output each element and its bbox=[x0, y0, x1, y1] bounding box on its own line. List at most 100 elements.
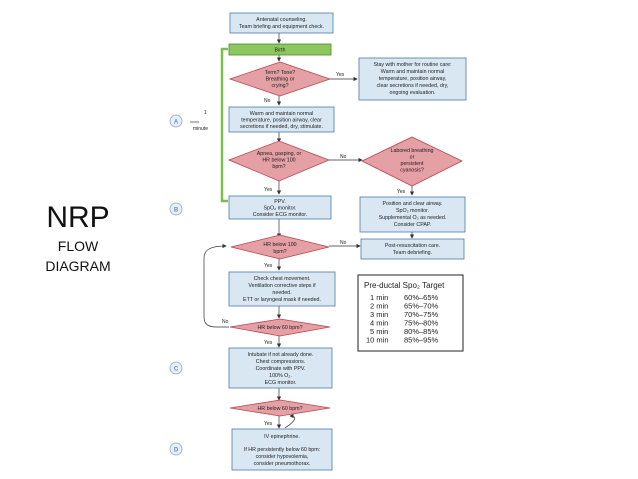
label-yes: Yes bbox=[264, 187, 273, 193]
box-post-line: Post-resuscitation care. bbox=[385, 243, 440, 249]
diamond-hr-below-60-a: HR below 60 bpm? bbox=[229, 318, 331, 337]
diamond-term-tone: Term? Tone? Breathing or crying? bbox=[228, 61, 332, 97]
step-letter: D bbox=[174, 448, 179, 454]
box-warm: Warm and maintain normal temperature, po… bbox=[228, 106, 335, 133]
diamond-hr60b-text: HR below 60 bpm? bbox=[257, 406, 302, 412]
spo2-table-row: 4 min 75%–80% bbox=[370, 319, 439, 328]
step-marker-c: C bbox=[169, 361, 183, 375]
box-check-line: Check chest movement. bbox=[254, 276, 311, 282]
label-no: No bbox=[264, 98, 271, 104]
step-marker-a: A bbox=[169, 114, 183, 128]
label-one: 1 bbox=[204, 110, 207, 116]
diamond-hr-below-100: HR below 100 bpm? bbox=[230, 234, 330, 260]
diamond-hr-below-60-b: HR below 60 bpm? bbox=[229, 399, 331, 417]
spo2-row-range: 70%–75% bbox=[404, 310, 439, 319]
box-intubate-line: Chest compressions. bbox=[256, 359, 305, 365]
spo2-table-row: 10 min 85%–95% bbox=[366, 336, 439, 345]
box-epi-line: If HR persistently below 60 bpm: bbox=[244, 447, 320, 453]
box-post-resuscitation: Post-resuscitation care. Team debriefing… bbox=[360, 238, 465, 260]
spo2-table-row: 5 min 80%–85% bbox=[370, 327, 439, 336]
spo2-target-table: Pre-ductal Spo₂ Target 1 min 60%–65% 2 m… bbox=[357, 274, 464, 352]
label-yes: Yes bbox=[264, 421, 273, 427]
box-warm-line: secretions if needed, dry, stimulate. bbox=[240, 124, 323, 130]
spo2-row-time: 4 min bbox=[370, 319, 388, 328]
box-ppv: PPV. SpO₂ monitor. Consider ECG monitor. bbox=[228, 195, 332, 220]
side-title-line2: FLOW bbox=[57, 238, 99, 254]
box-birth-label: Birth bbox=[275, 48, 286, 54]
step-letter: C bbox=[174, 367, 179, 373]
box-position-line: SpO₂ monitor. bbox=[396, 208, 429, 214]
box-check-line: Ventilation corrective steps if bbox=[248, 283, 316, 289]
diamond-hr100-line: HR below 100 bbox=[263, 242, 296, 248]
label-minute: minute bbox=[193, 126, 208, 132]
side-title: NRP FLOW DIAGRAM bbox=[18, 200, 138, 276]
spo2-row-time: 10 min bbox=[366, 336, 389, 345]
label-no: No bbox=[340, 240, 347, 246]
box-ppv-line: SpO₂ monitor. bbox=[264, 206, 297, 212]
box-routine-line: ongoing evaluation. bbox=[390, 90, 436, 96]
diamond-apnea-line: bpm? bbox=[272, 164, 285, 170]
box-intubate-line: Intubate if not already done. bbox=[248, 352, 314, 358]
diamond-term-line: crying? bbox=[271, 83, 288, 89]
green-bracket bbox=[220, 47, 228, 203]
box-post-line: Team debriefing. bbox=[393, 250, 432, 256]
box-intubate-line: 100% O₂. bbox=[269, 373, 292, 379]
box-check-chest: Check chest movement. Ventilation correc… bbox=[228, 271, 336, 307]
label-yes: Yes bbox=[264, 340, 273, 346]
box-intubate-line: ECG monitor. bbox=[265, 380, 297, 386]
box-ppv-line: PPV. bbox=[274, 199, 286, 205]
box-check-line: ETT or laryngeal mask if needed. bbox=[243, 297, 321, 303]
diamond-labored-line: or bbox=[410, 155, 415, 161]
label-no: No bbox=[340, 154, 347, 160]
arrow-loop-back bbox=[203, 243, 229, 328]
side-title-line3: DIAGRAM bbox=[45, 258, 111, 274]
box-routine-line: clear secretions if needed, dry, bbox=[377, 83, 449, 89]
diamond-term-line: Term? Tone? bbox=[265, 70, 296, 76]
diamond-labored-line: persistent bbox=[401, 161, 424, 167]
spo2-row-time: 1 min bbox=[370, 293, 388, 302]
box-epinephrine: IV epinephrine. If HR persistently below… bbox=[231, 428, 333, 471]
spo2-row-range: 75%–80% bbox=[404, 319, 439, 328]
step-marker-b: B bbox=[169, 202, 183, 216]
box-antenatal-line: Team briefing and equipment check. bbox=[239, 24, 324, 30]
label-yes: Yes bbox=[397, 189, 406, 195]
box-position-line: Position and clear airway. bbox=[383, 201, 443, 207]
step-marker-d: D bbox=[169, 442, 183, 456]
label-no: No bbox=[222, 319, 229, 325]
box-epi-line: consider hypovolemia, bbox=[256, 454, 309, 460]
spo2-row-range: 85%–95% bbox=[404, 336, 439, 345]
diamond-term-line: Breathing or bbox=[266, 77, 295, 83]
box-intubate-line: Coordinate with PPV. bbox=[256, 366, 306, 372]
diamond-apnea-line: HR below 100 bbox=[262, 158, 295, 164]
spo2-row-time: 3 min bbox=[370, 310, 388, 319]
box-warm-line: temperature, position airway, clear bbox=[241, 118, 322, 124]
box-epi-line: consider pneumothorax. bbox=[254, 461, 311, 467]
box-position-line: Supplemental O₂ as needed. bbox=[379, 215, 447, 221]
spo2-row-time: 2 min bbox=[370, 302, 388, 311]
box-check-line: needed. bbox=[272, 290, 291, 296]
spo2-row-range: 60%–65% bbox=[404, 293, 439, 302]
box-epi-line: IV epinephrine. bbox=[264, 434, 300, 440]
spo2-row-range: 65%–70% bbox=[404, 302, 439, 311]
diamond-labored-line: Labored breathing bbox=[391, 148, 434, 154]
spo2-table-title: Pre-ductal Spo₂ Target bbox=[364, 281, 445, 290]
arrow-loop-epi bbox=[284, 413, 296, 429]
box-position-line: Consider CPAP. bbox=[394, 222, 432, 228]
label-yes: Yes bbox=[264, 263, 273, 269]
spo2-row-range: 80%–85% bbox=[404, 327, 439, 336]
spo2-table-row: 3 min 70%–75% bbox=[370, 310, 439, 319]
box-routine-line: temperature, position airway, bbox=[379, 76, 447, 82]
box-routine-line: Warm and maintain normal bbox=[381, 69, 444, 75]
diamond-apnea-line: Apnea, gasping, or bbox=[257, 151, 302, 157]
label-yes: Yes bbox=[336, 72, 345, 78]
box-birth: Birth bbox=[228, 43, 332, 56]
diamond-labored-line: cyanosis? bbox=[400, 168, 424, 174]
box-antenatal-line: Antenatal counseling. bbox=[256, 17, 307, 23]
spo2-row-time: 5 min bbox=[370, 327, 388, 336]
spo2-table-row: 1 min 60%–65% bbox=[370, 293, 439, 302]
box-warm-line: Warm and maintain normal bbox=[250, 111, 313, 117]
box-routine-line: Stay with mother for routine care: bbox=[373, 62, 451, 68]
spo2-table-row: 2 min 65%–70% bbox=[370, 302, 439, 311]
diamond-labored: Labored breathing or persistent cyanosis… bbox=[361, 136, 463, 187]
